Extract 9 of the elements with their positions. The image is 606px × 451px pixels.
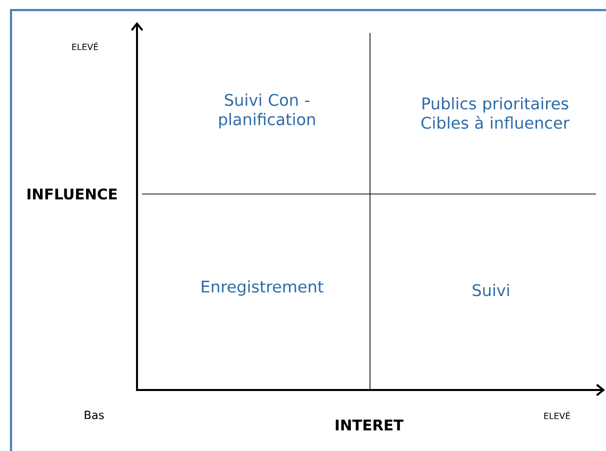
axis-title: INTERET <box>336 420 404 430</box>
quadrant-label: Suivi Con - planification <box>219 94 315 128</box>
axis-end-label: ELEVÉ <box>544 411 570 420</box>
quadrant-label: Publics prioritaires Cibles à influencer <box>421 97 570 129</box>
quadrant-label: Enregistrement <box>202 280 324 296</box>
axis-title: INFLUENCE <box>28 188 117 200</box>
axis-end-label: Bas <box>84 410 104 420</box>
quadrant-label: Suivi <box>472 284 509 296</box>
axis-end-label: ELEVÉ <box>72 42 98 50</box>
